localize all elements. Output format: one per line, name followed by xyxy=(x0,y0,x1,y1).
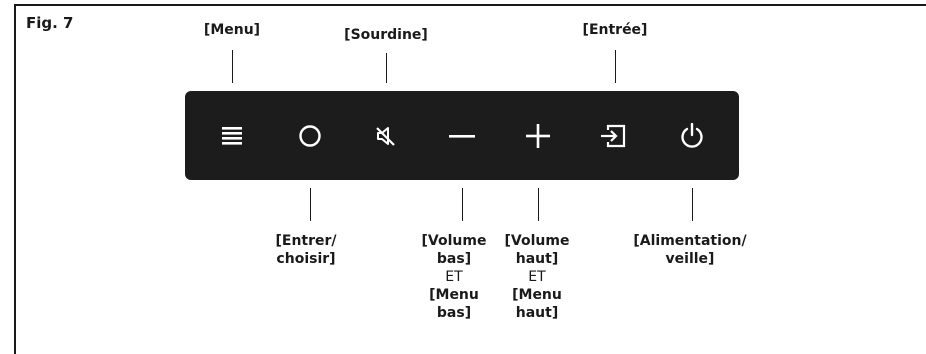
minus-icon xyxy=(449,134,475,138)
label-volume-down-line3: [Menu xyxy=(429,287,479,303)
label-volume-down-line1: [Volume xyxy=(421,233,487,249)
leader-line-power xyxy=(692,188,693,221)
label-volume-down: [Volume bas] ET [Menu bas] xyxy=(422,232,487,322)
label-volume-down-line2: bas] xyxy=(436,251,472,267)
leader-line-input xyxy=(615,50,616,83)
label-enter-choose-line2: choisir] xyxy=(276,251,336,267)
label-enter-choose-line1: [Entrer/ xyxy=(275,233,337,249)
power-icon xyxy=(681,122,703,148)
label-power: [Alimentation/ veille] xyxy=(633,232,746,268)
power-button[interactable] xyxy=(665,91,719,180)
label-power-line2: veille] xyxy=(665,251,715,267)
control-panel xyxy=(185,91,739,180)
label-volume-down-joiner: ET xyxy=(445,269,463,285)
label-volume-up: [Volume haut] ET [Menu haut] xyxy=(505,232,570,322)
plus-icon xyxy=(526,123,550,148)
label-enter-choose: [Entrer/ choisir] xyxy=(275,232,336,268)
menu-icon xyxy=(222,126,242,145)
volume-down-button[interactable] xyxy=(435,91,489,180)
input-icon xyxy=(601,124,626,147)
leader-line-mute xyxy=(386,53,387,83)
circle-icon xyxy=(299,124,321,147)
figure-label: Fig. 7 xyxy=(26,14,74,32)
frame-left-border xyxy=(14,4,16,354)
label-mute: [Sourdine] xyxy=(344,27,428,43)
mute-button[interactable] xyxy=(359,91,413,180)
label-volume-up-line4: haut] xyxy=(515,305,559,321)
label-volume-down-line4: bas] xyxy=(436,305,472,321)
leader-line-volume-down xyxy=(462,188,463,221)
label-volume-up-line3: [Menu xyxy=(512,287,562,303)
leader-line-volume-up xyxy=(538,188,539,221)
volume-up-button[interactable] xyxy=(511,91,565,180)
label-menu: [Menu] xyxy=(203,22,261,38)
label-volume-up-line1: [Volume xyxy=(504,233,570,249)
label-input: [Entrée] xyxy=(582,22,648,38)
input-button[interactable] xyxy=(586,91,640,180)
label-power-line1: [Alimentation/ xyxy=(633,233,747,249)
mute-icon xyxy=(376,126,395,146)
leader-line-menu xyxy=(232,50,233,83)
label-volume-up-joiner: ET xyxy=(528,269,546,285)
menu-button[interactable] xyxy=(205,91,259,180)
enter-choose-button[interactable] xyxy=(283,91,337,180)
leader-line-enter-choose xyxy=(310,188,311,221)
frame-top-border xyxy=(14,4,926,6)
label-volume-up-line2: haut] xyxy=(515,251,559,267)
